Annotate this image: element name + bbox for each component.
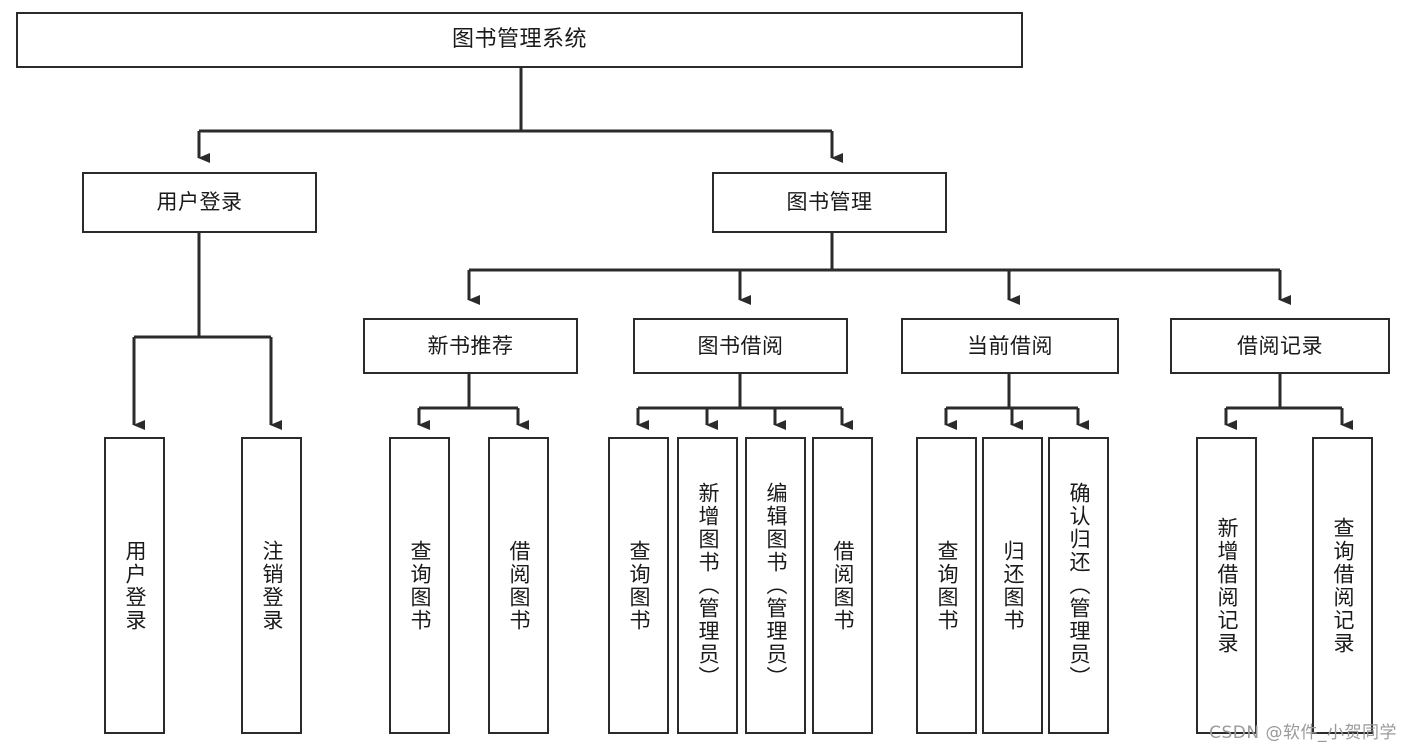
node-label: 当前借阅 — [967, 333, 1053, 358]
node-root-book-management-system[interactable]: 图书管理系统 — [16, 12, 1023, 68]
node-label: 注销登录 — [260, 539, 285, 632]
node-label: 图书管理 — [786, 190, 873, 215]
leaf-borrow-record-add-record[interactable]: 新增借阅记录 — [1196, 437, 1257, 734]
leaf-user-login-login[interactable]: 用户登录 — [104, 437, 165, 734]
leaf-book-borrow-add-book-admin[interactable]: 新增图书（管理员） — [677, 437, 738, 734]
node-label: 用户登录 — [156, 190, 243, 215]
node-label: 借阅图书 — [507, 539, 532, 632]
leaf-book-borrow-borrow-book[interactable]: 借阅图书 — [812, 437, 873, 734]
node-label: 新书推荐 — [427, 333, 514, 358]
node-book-management[interactable]: 图书管理 — [712, 172, 947, 233]
node-label: 查询图书 — [408, 539, 433, 632]
leaf-book-borrow-query-book[interactable]: 查询图书 — [608, 437, 669, 734]
node-label: 编辑图书（管理员） — [764, 482, 789, 689]
node-label: 确认归还（管理员） — [1067, 482, 1092, 689]
node-new-book-recommend[interactable]: 新书推荐 — [363, 318, 578, 374]
node-label: 查询图书 — [935, 539, 960, 632]
node-user-login[interactable]: 用户登录 — [82, 172, 317, 233]
node-label: 查询借阅记录 — [1331, 516, 1356, 655]
leaf-new-book-borrow-book[interactable]: 借阅图书 — [488, 437, 549, 734]
node-label: 用户登录 — [123, 539, 148, 632]
node-label: 借阅记录 — [1237, 333, 1323, 358]
leaf-borrow-record-query-record[interactable]: 查询借阅记录 — [1312, 437, 1373, 734]
node-label: 归还图书 — [1001, 539, 1026, 632]
leaf-user-login-logout[interactable]: 注销登录 — [241, 437, 302, 734]
node-label: 查询图书 — [627, 539, 652, 632]
node-current-borrow[interactable]: 当前借阅 — [901, 318, 1119, 374]
node-borrow-record[interactable]: 借阅记录 — [1170, 318, 1390, 374]
leaf-current-borrow-query-book[interactable]: 查询图书 — [916, 437, 977, 734]
node-label: 借阅图书 — [831, 539, 856, 632]
node-label: 新增借阅记录 — [1215, 516, 1240, 655]
leaf-current-borrow-return-book[interactable]: 归还图书 — [982, 437, 1043, 734]
node-label: 图书管理系统 — [451, 27, 587, 53]
node-label: 新增图书（管理员） — [696, 482, 721, 689]
node-book-borrow[interactable]: 图书借阅 — [633, 318, 848, 374]
leaf-current-borrow-confirm-return-admin[interactable]: 确认归还（管理员） — [1048, 437, 1109, 734]
leaf-new-book-query-book[interactable]: 查询图书 — [389, 437, 450, 734]
leaf-book-borrow-edit-book-admin[interactable]: 编辑图书（管理员） — [745, 437, 806, 734]
node-label: 图书借阅 — [697, 333, 784, 358]
